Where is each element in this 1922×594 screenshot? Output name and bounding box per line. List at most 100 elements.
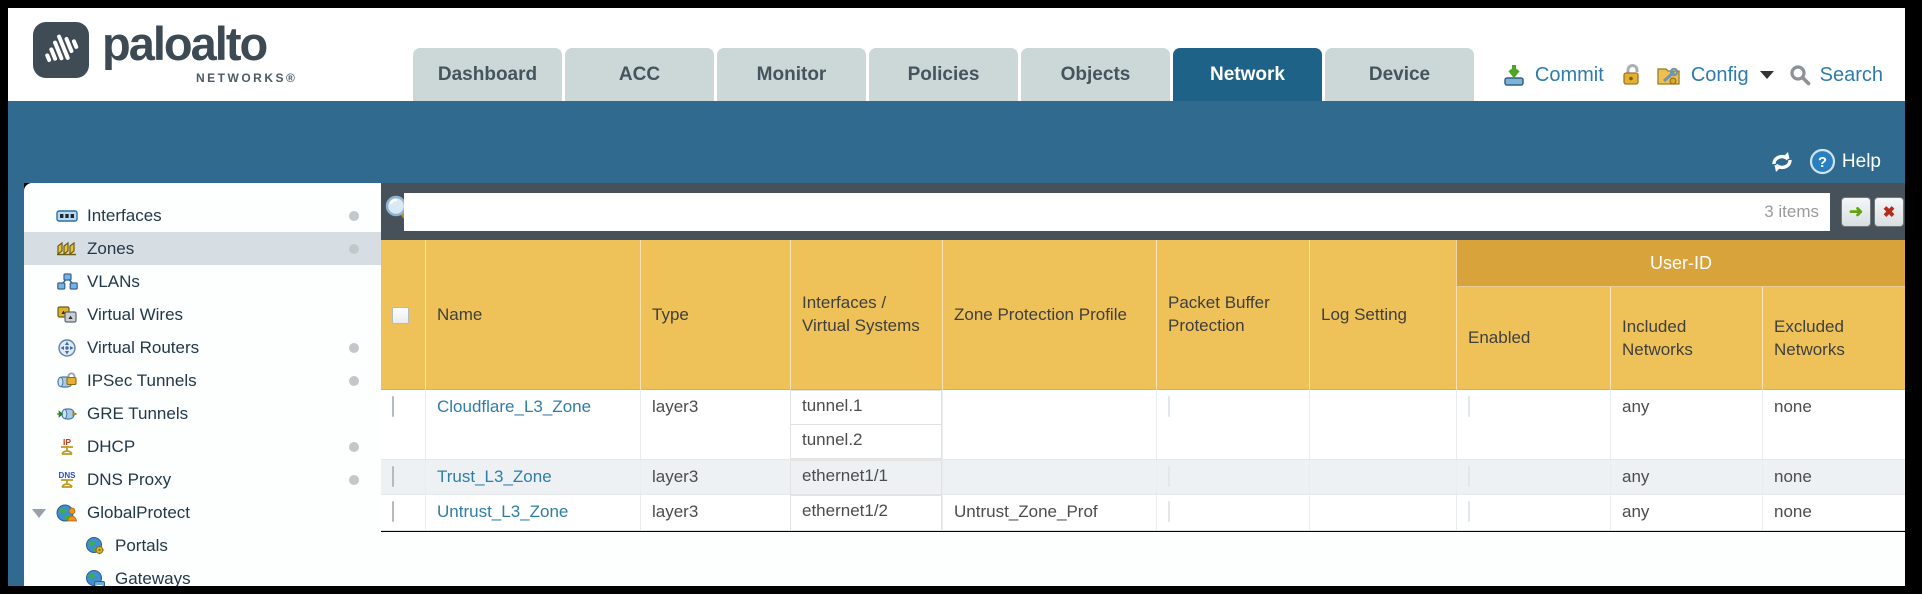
config-caret-icon[interactable] xyxy=(1759,71,1774,79)
sidebar-item-gre-tunnels[interactable]: GRE Tunnels xyxy=(24,397,381,430)
sidebar-item-vlans[interactable]: VLANs xyxy=(24,265,381,298)
tab-network[interactable]: Network xyxy=(1173,48,1322,101)
sidebar-item-globalprotect[interactable]: GlobalProtect xyxy=(24,496,381,529)
column-header-excluded-networks[interactable]: Excluded Networks xyxy=(1762,287,1905,390)
apply-filter-button[interactable]: ➜ xyxy=(1841,197,1871,227)
packet-buffer-checkbox[interactable] xyxy=(1168,501,1170,522)
virtual-routers-icon xyxy=(54,338,80,357)
clear-filter-button[interactable]: ✖ xyxy=(1874,197,1904,227)
sidebar-item-portals[interactable]: Portals xyxy=(24,529,381,562)
ipsec-tunnels-icon xyxy=(54,372,80,389)
zone-name-link[interactable]: Trust_L3_Zone xyxy=(437,467,552,486)
brand-subtitle: NETWORKS® xyxy=(196,71,298,85)
tab-acc[interactable]: ACC xyxy=(565,48,714,101)
row-checkbox[interactable] xyxy=(392,466,394,487)
excluded-networks: none xyxy=(1762,495,1905,530)
virtual-wires-icon xyxy=(54,306,80,323)
zone-type: layer3 xyxy=(640,390,790,459)
row-checkbox[interactable] xyxy=(392,501,394,522)
expander-icon[interactable] xyxy=(32,509,46,518)
sidebar-item-dhcp[interactable]: IP DHCP xyxy=(24,430,381,463)
sidebar-item-zones[interactable]: Zones xyxy=(24,232,381,265)
globalprotect-icon xyxy=(54,504,80,522)
zones-icon xyxy=(54,241,80,256)
select-all-checkbox[interactable] xyxy=(392,306,409,324)
included-networks: any xyxy=(1610,390,1762,459)
sidebar-item-label: Virtual Routers xyxy=(87,337,200,357)
interface-cell: ethernet1/2 xyxy=(790,495,942,531)
table-row: Trust_L3_Zone layer3 ethernet1/1 any non… xyxy=(381,460,1905,495)
sidebar-item-label: Portals xyxy=(115,535,168,555)
filter-toolbar: 3 items ➜ ✖ xyxy=(381,183,1905,240)
tab-objects[interactable]: Objects xyxy=(1021,48,1170,101)
zone-type: layer3 xyxy=(640,495,790,530)
pending-change-dot xyxy=(349,343,359,353)
pending-change-dot xyxy=(349,442,359,452)
search-button[interactable]: Search xyxy=(1819,63,1883,86)
column-header-zone-protection[interactable]: Zone Protection Profile xyxy=(942,240,1156,390)
sidebar-item-interfaces[interactable]: Interfaces xyxy=(24,199,381,232)
dns-proxy-icon: DNS xyxy=(54,470,80,489)
interface-cell: ethernet1/1 xyxy=(790,460,942,495)
commit-icon[interactable] xyxy=(1502,63,1526,87)
column-header-type[interactable]: Type xyxy=(640,240,790,390)
excluded-networks: none xyxy=(1762,460,1905,494)
sidebar-item-label: Gateways xyxy=(115,568,191,587)
column-header-packet-buffer[interactable]: Packet Buffer Protection xyxy=(1156,240,1309,390)
sidebar-item-label: Zones xyxy=(87,238,135,258)
sidebar-item-label: Interfaces xyxy=(87,205,162,225)
lock-icon[interactable] xyxy=(1621,63,1643,87)
sidebar-item-virtual-wires[interactable]: Virtual Wires xyxy=(24,298,381,331)
sidebar-item-virtual-routers[interactable]: Virtual Routers xyxy=(24,331,381,364)
userid-group-header: User-ID xyxy=(1456,240,1905,287)
tab-device[interactable]: Device xyxy=(1325,48,1474,101)
svg-text:DNS: DNS xyxy=(59,471,77,480)
column-header-included-networks[interactable]: Included Networks xyxy=(1610,287,1762,390)
packet-buffer-checkbox[interactable] xyxy=(1168,466,1170,487)
column-header-enabled[interactable]: Enabled xyxy=(1456,287,1610,390)
column-header-name[interactable]: Name xyxy=(425,240,640,390)
gre-tunnels-icon xyxy=(54,406,80,422)
zone-name-link[interactable]: Cloudflare_L3_Zone xyxy=(437,397,592,416)
items-count: 3 items xyxy=(1764,202,1819,221)
search-icon[interactable] xyxy=(1789,64,1811,86)
config-icon[interactable] xyxy=(1656,63,1682,87)
sidebar-item-label: IPSec Tunnels xyxy=(87,370,197,390)
sidebar-item-ipsec-tunnels[interactable]: IPSec Tunnels xyxy=(24,364,381,397)
sidebar-item-label: DHCP xyxy=(87,436,136,456)
tab-dashboard[interactable]: Dashboard xyxy=(413,48,562,101)
commit-button[interactable]: Commit xyxy=(1534,63,1604,86)
zone-protection-profile xyxy=(942,460,1156,494)
tab-policies[interactable]: Policies xyxy=(869,48,1018,101)
pending-change-dot xyxy=(349,475,359,485)
sidebar-item-label: DNS Proxy xyxy=(87,469,172,489)
packet-buffer-checkbox[interactable] xyxy=(1168,396,1170,417)
log-setting xyxy=(1309,390,1456,459)
zone-name-link[interactable]: Untrust_L3_Zone xyxy=(437,502,569,521)
sidebar-item-gateways[interactable]: Gateways xyxy=(24,562,381,586)
userid-enabled-checkbox[interactable] xyxy=(1468,501,1470,522)
row-checkbox[interactable] xyxy=(392,396,394,417)
sidebar-item-dns-proxy[interactable]: DNS DNS Proxy xyxy=(24,463,381,496)
log-setting xyxy=(1309,460,1456,494)
svg-text:IP: IP xyxy=(63,437,71,447)
pending-change-dot xyxy=(349,376,359,386)
refresh-icon[interactable] xyxy=(1769,150,1795,174)
sidebar-item-label: VLANs xyxy=(87,271,140,291)
column-header-log-setting[interactable]: Log Setting xyxy=(1309,240,1456,390)
table-empty-area xyxy=(381,532,1905,586)
column-header-interfaces[interactable]: Interfaces / Virtual Systems xyxy=(790,240,942,390)
select-all-cell xyxy=(381,240,425,390)
help-icon[interactable]: ? xyxy=(1809,148,1836,175)
gateways-icon xyxy=(82,569,108,586)
filter-input[interactable] xyxy=(404,193,1830,231)
userid-enabled-checkbox[interactable] xyxy=(1468,466,1470,487)
tab-monitor[interactable]: Monitor xyxy=(717,48,866,101)
table-row: Untrust_L3_Zone layer3 ethernet1/2 Untru… xyxy=(381,495,1905,531)
vlans-icon xyxy=(54,273,80,290)
sidebar-item-label: GlobalProtect xyxy=(87,502,190,522)
userid-enabled-checkbox[interactable] xyxy=(1468,396,1470,417)
dhcp-icon: IP xyxy=(54,437,80,456)
help-label[interactable]: Help xyxy=(1841,150,1881,172)
config-button[interactable]: Config xyxy=(1690,63,1749,86)
